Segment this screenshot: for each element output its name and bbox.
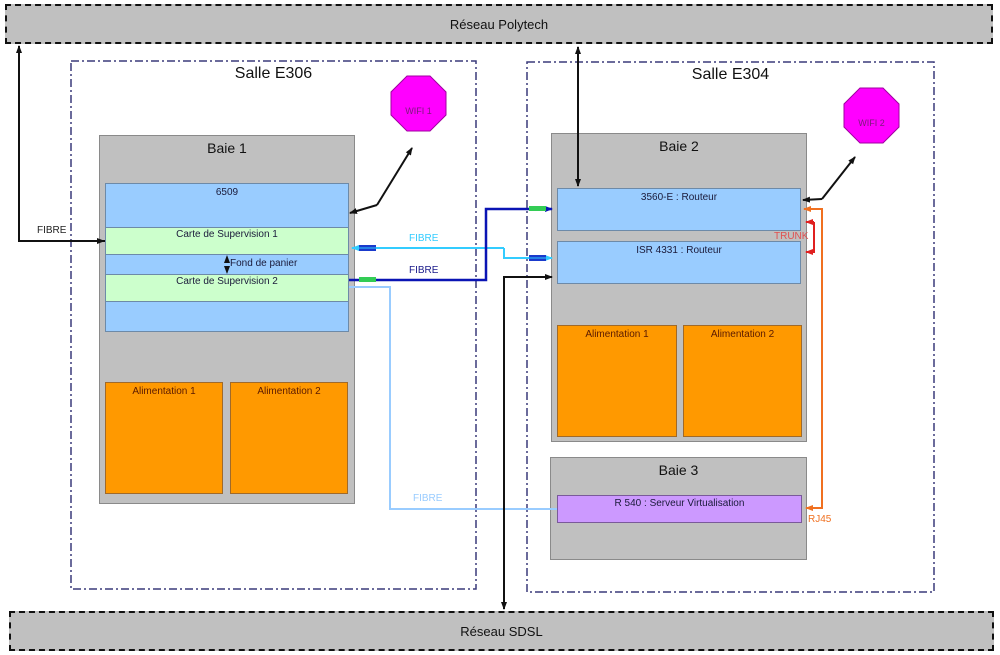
rack-baie-3-title: Baie 3	[658, 462, 699, 478]
link-wifi1-6509-b	[376, 147, 413, 206]
baie-1-power-supply-1-label: Alimentation 1	[132, 386, 196, 397]
connector-3560e	[529, 206, 546, 211]
link-sdsl-isr	[503, 274, 553, 609]
backplane-label: Fond de panier	[230, 258, 298, 269]
baie-2-power-supply-2-label: Alimentation 2	[710, 329, 775, 340]
rack-baie-2-title: Baie 2	[659, 138, 699, 154]
link-wifi2-3560e-a	[802, 196, 823, 203]
room-e304: Salle E304	[527, 62, 934, 592]
network-polytech: Réseau Polytech	[5, 4, 993, 44]
connector-card2	[359, 277, 376, 282]
room-e306: Salle E306	[71, 61, 476, 589]
room-e306-border	[70, 60, 477, 590]
network-polytech-label: Réseau Polytech	[449, 16, 549, 32]
supervision-card-2-label: Carte de Supervision 2	[176, 276, 278, 287]
baie-2-power-supply-2[interactable]: Alimentation 2	[683, 325, 802, 437]
label-rj45: RJ45	[808, 514, 832, 525]
link-fibre-server	[349, 286, 557, 510]
link-fibre-dark-3560e	[349, 206, 553, 282]
network-sdsl-label: Réseau SDSL	[460, 623, 543, 639]
room-e304-border	[526, 61, 935, 593]
label-fibre-polytech: FIBRE	[37, 225, 67, 236]
router-3560e-label: 3560-E : Routeur	[640, 192, 718, 203]
supervision-card-1-label: Carte de Supervision 1	[176, 229, 278, 240]
room-e304-title: Salle E304	[691, 66, 770, 83]
link-wifi1-6509-a	[349, 204, 378, 214]
server-r540[interactable]: R 540 : Serveur Virtualisation	[557, 495, 802, 523]
router-3560e[interactable]: 3560-E : Routeur	[557, 188, 801, 231]
network-sdsl: Réseau SDSL	[9, 611, 994, 651]
supervision-card-2[interactable]: Carte de Supervision 2	[106, 274, 348, 302]
room-e306-title: Salle E306	[234, 65, 313, 82]
link-polytech-6509	[16, 45, 105, 242]
baie-2-power-supply-1[interactable]: Alimentation 1	[557, 325, 677, 437]
label-fibre-dark: FIBRE	[409, 265, 439, 276]
wifi-1-access-point	[390, 75, 447, 132]
label-trunk: TRUNK	[774, 231, 809, 242]
server-r540-label: R 540 : Serveur Virtualisation	[614, 498, 745, 509]
baie-2-power-supply-1-label: Alimentation 1	[585, 329, 649, 340]
rack-baie-1-title: Baie 1	[207, 140, 247, 156]
router-isr4331-label: ISR 4331 : Routeur	[636, 245, 722, 256]
wifi-2-access-point	[843, 87, 900, 144]
router-isr4331[interactable]: ISR 4331 : Routeur	[557, 241, 801, 284]
baie-1-power-supply-2[interactable]: Alimentation 2	[230, 382, 348, 494]
link-wifi2-3560e-b	[821, 156, 856, 200]
baie-1-power-supply-2-label: Alimentation 2	[257, 386, 321, 397]
label-fibre-server: FIBRE	[413, 493, 443, 504]
wifi-2-label: WIFI 2	[858, 118, 885, 128]
supervision-card-1[interactable]: Carte de Supervision 1	[106, 227, 348, 255]
baie-1-power-supply-1[interactable]: Alimentation 1	[105, 382, 223, 494]
link-rj45-server	[805, 208, 823, 511]
label-fibre-light: FIBRE	[409, 233, 439, 244]
switch-6509-label: 6509	[215, 187, 239, 198]
link-trunk-isr	[805, 222, 815, 255]
wifi-1-label: WIFI 1	[405, 106, 432, 116]
